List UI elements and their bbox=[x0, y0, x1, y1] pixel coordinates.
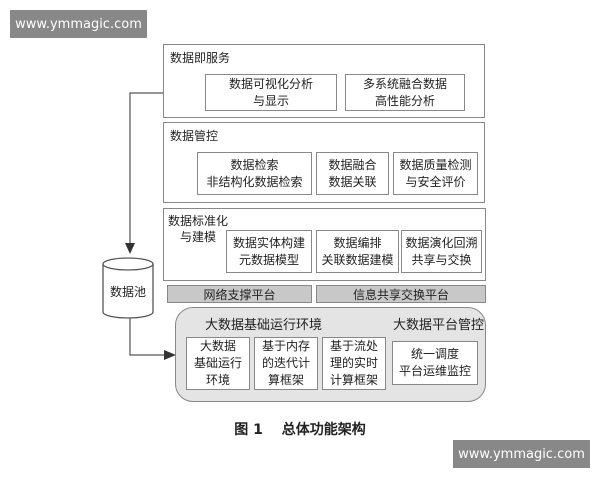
mgmt-box: 统一调度 平台运维监控 bbox=[392, 341, 478, 385]
control-box: 数据检索 非结构化数据检索 bbox=[197, 152, 312, 195]
control-box: 数据融合 数据关联 bbox=[316, 152, 389, 195]
watermark-bottom: www.ymmagic.com bbox=[453, 440, 590, 468]
watermark-top: www.ymmagic.com bbox=[10, 10, 147, 38]
base-box: 基于流处 理的实时 计算框架 bbox=[322, 337, 386, 390]
data-pool-label: 数据池 bbox=[109, 285, 146, 299]
layer-title: 数据标准化 与建模 bbox=[168, 214, 229, 244]
base-box: 基于内存 的迭代计 算框架 bbox=[254, 337, 318, 390]
service-box: 数据可视化分析 与显示 bbox=[205, 74, 337, 111]
layer-title: 数据即服务 bbox=[170, 51, 231, 65]
standard-box: 数据编排 关联数据建模 bbox=[316, 230, 399, 273]
data-pool-cylinder bbox=[102, 257, 154, 319]
standard-box: 数据演化回溯 共享与交换 bbox=[401, 230, 482, 273]
control-box: 数据质量检测 与安全评价 bbox=[393, 152, 478, 195]
layer-title: 数据管控 bbox=[170, 129, 219, 143]
base-title: 大数据基础运行环境 bbox=[205, 318, 323, 333]
mgmt-title: 大数据平台管控 bbox=[393, 318, 485, 333]
network-platform-bar: 网络支撑平台 bbox=[167, 285, 312, 303]
base-box: 大数据 基础运行 环境 bbox=[186, 337, 250, 390]
figure-caption: 图 1 总体功能架构 bbox=[234, 422, 366, 438]
info-exchange-platform-bar: 信息共享交换平台 bbox=[316, 285, 486, 303]
standard-box: 数据实体构建 元数据模型 bbox=[226, 230, 312, 273]
service-box: 多系统融合数据 高性能分析 bbox=[345, 74, 465, 111]
